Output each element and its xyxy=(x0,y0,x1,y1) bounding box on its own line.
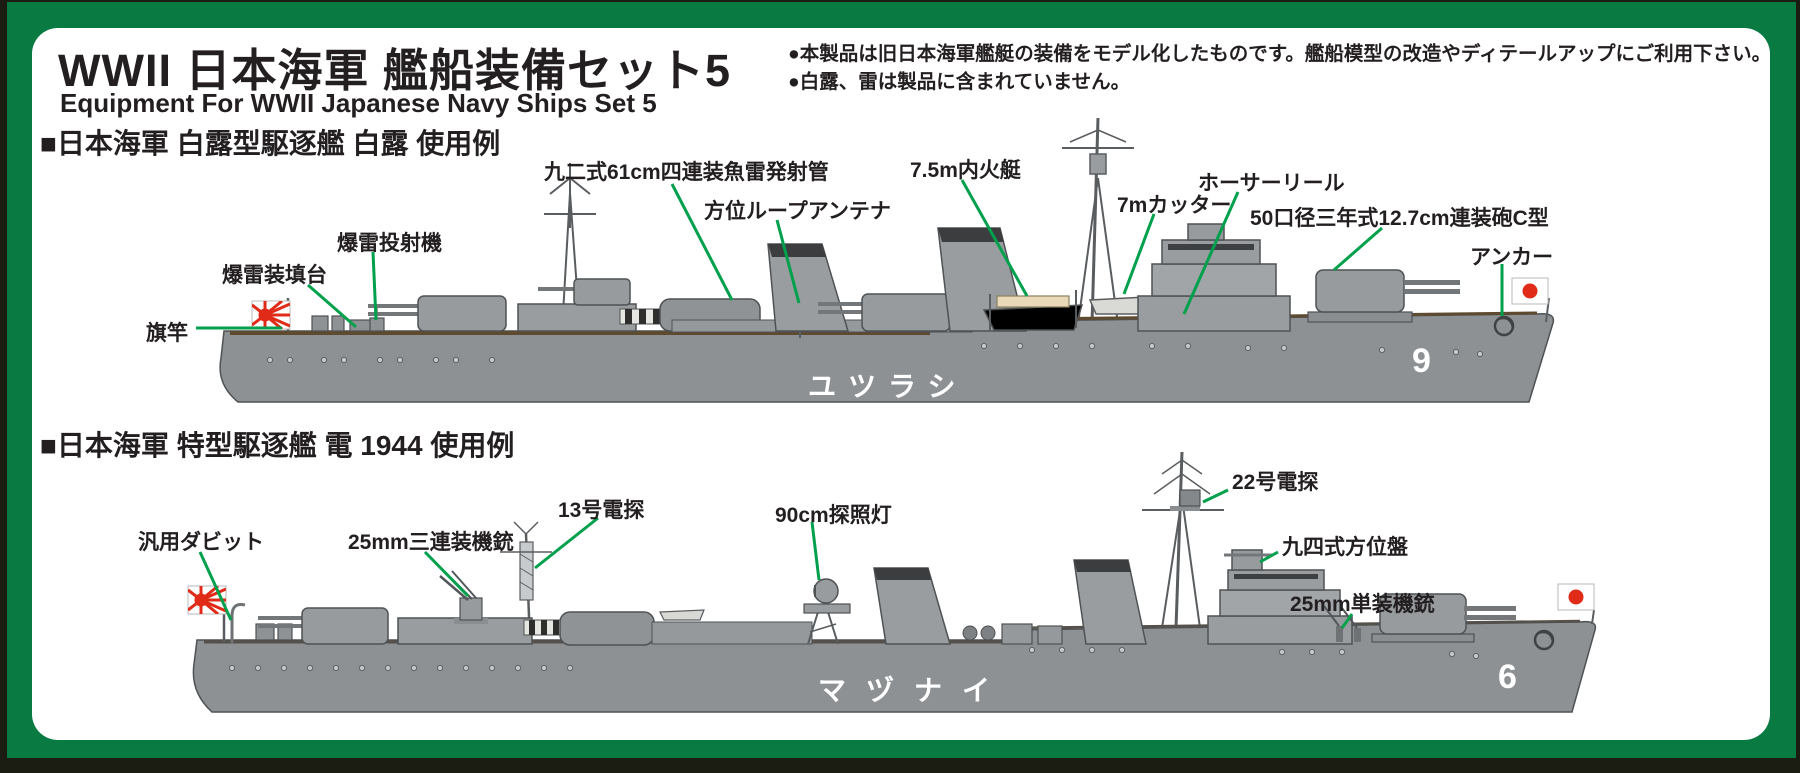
leader-line xyxy=(1340,613,1354,629)
ship2-jackstaff xyxy=(1591,609,1595,625)
ship1-foremast xyxy=(1062,117,1134,325)
ship1-depth-charge-gear xyxy=(311,308,385,332)
leader-line xyxy=(810,521,821,581)
label-depth-charge-thrower: 爆雷投射機 xyxy=(337,232,442,255)
label-flagstaff: 旗竿 xyxy=(146,322,188,345)
section-heading-shiratsuyu: ■日本海軍 白露型駆逐艦 白露 使用例 xyxy=(40,128,501,159)
page-title: WWII 日本海軍 艦船装備セット5 xyxy=(58,45,731,96)
label-25mm-single-aa: 25mm単装機銃 xyxy=(1290,593,1435,616)
leader-line xyxy=(1259,550,1279,564)
ship2-portholes xyxy=(228,646,1480,672)
ship1-hull xyxy=(219,312,1555,403)
label-90cm-searchlight: 90cm探照灯 xyxy=(775,504,892,527)
ship2-forward-turret xyxy=(1371,593,1516,643)
ship2-hull-number: 6 xyxy=(1498,658,1517,696)
ship2-searchlight-tower xyxy=(803,578,851,645)
ship1-aft-deckhouse xyxy=(517,303,637,332)
label-anchor: アンカー xyxy=(1470,246,1554,269)
ship1-hinomaru-flag xyxy=(1511,277,1549,305)
ship2-boat xyxy=(659,609,705,621)
ship1-anchor-icon xyxy=(1493,315,1515,337)
label-type94-director: 九四式方位盤 xyxy=(1282,536,1408,559)
leader-line xyxy=(670,183,734,301)
label-hawser-reel: ホーサーリール xyxy=(1198,172,1345,195)
leader-line xyxy=(1202,488,1229,504)
ship2-naval-ensign-flag xyxy=(187,585,227,615)
label-25mm-triple-aa: 25mm三連装機銃 xyxy=(348,531,514,554)
leader-line xyxy=(775,219,801,304)
label-7-5m-motor-boat: 7.5m内火艇 xyxy=(910,159,1021,182)
label-depth-charge-loading-stand: 爆雷装填台 xyxy=(222,264,327,287)
leader-line xyxy=(1122,213,1156,295)
ship2-type22-radar xyxy=(1170,489,1201,511)
leader-line xyxy=(960,179,1029,297)
leader-line xyxy=(371,251,378,321)
ship1-illustration: ユツラシ 9 xyxy=(219,117,1555,403)
ship1-portholes xyxy=(266,342,1484,364)
ship2-bridge xyxy=(1207,569,1353,645)
ship1-hull-number: 9 xyxy=(1412,342,1431,380)
ship2-hinomaru-flag xyxy=(1557,583,1595,611)
label-universal-davit: 汎用ダビット xyxy=(138,531,264,554)
ship2-universal-davit xyxy=(230,603,246,644)
ship1-forward-turret xyxy=(1307,269,1460,323)
product-notes: ●本製品は旧日本海軍艦艇の装備をモデル化したものです。艦船模型の改造やディテール… xyxy=(788,40,1771,96)
leader-line xyxy=(307,283,357,329)
ship2-aft-funnel xyxy=(873,567,951,645)
ship1-aft-turret xyxy=(368,295,507,332)
ship2-deck-gear xyxy=(962,623,1063,645)
leader-lines-overlay xyxy=(196,179,1504,629)
content-panel: WWII 日本海軍 艦船装備セット5 Equipment For WWII Ja… xyxy=(32,28,1771,740)
ship2-anchor-icon xyxy=(1533,629,1555,651)
label-type92-torpedo-tubes: 九二式61cm四連装魚雷発射管 xyxy=(544,161,829,184)
section-heading-inazuma: ■日本海軍 特型駆逐艦 電 1944 使用例 xyxy=(40,430,515,461)
ship2-hull-name: マヅナイ xyxy=(818,674,1010,706)
label-df-loop-antenna: 方位ループアンテナ xyxy=(704,200,891,223)
label-type13-radar: 13号電探 xyxy=(558,499,645,522)
ship2-foremast xyxy=(1142,451,1224,629)
note-line-2: ●白露、雷は製品に含まれていません。 xyxy=(788,71,1131,93)
label-type22-radar: 22号電探 xyxy=(1232,471,1319,494)
ship1-bridge xyxy=(1137,223,1291,332)
ship1-hull-name: ユツラシ xyxy=(808,371,967,402)
leader-line xyxy=(1182,191,1240,315)
leader-line xyxy=(1333,226,1383,272)
ship1-7-5m-motor-boat xyxy=(982,290,1084,331)
label-12-7cm-twin-gun-c-type: 50口径三年式12.7cm連装砲C型 xyxy=(1250,207,1549,230)
note-line-1: ●本製品は旧日本海軍艦艇の装備をモデル化したものです。艦船模型の改造やディテール… xyxy=(788,43,1772,65)
ship2-aft-turret xyxy=(258,607,389,645)
label-7m-cutter: 7mカッター xyxy=(1117,194,1232,217)
ship2-illustration: マヅナイ 6 xyxy=(187,451,1597,713)
ship2-fwd-funnel xyxy=(1073,559,1147,645)
leader-line xyxy=(198,551,233,621)
page-subtitle-en: Equipment For WWII Japanese Navy Ships S… xyxy=(60,88,657,118)
leader-line xyxy=(534,516,599,570)
ship1-superfiring-turret xyxy=(538,278,631,306)
leader-line xyxy=(423,550,470,598)
ship2-torpedo-tubes xyxy=(523,611,655,646)
